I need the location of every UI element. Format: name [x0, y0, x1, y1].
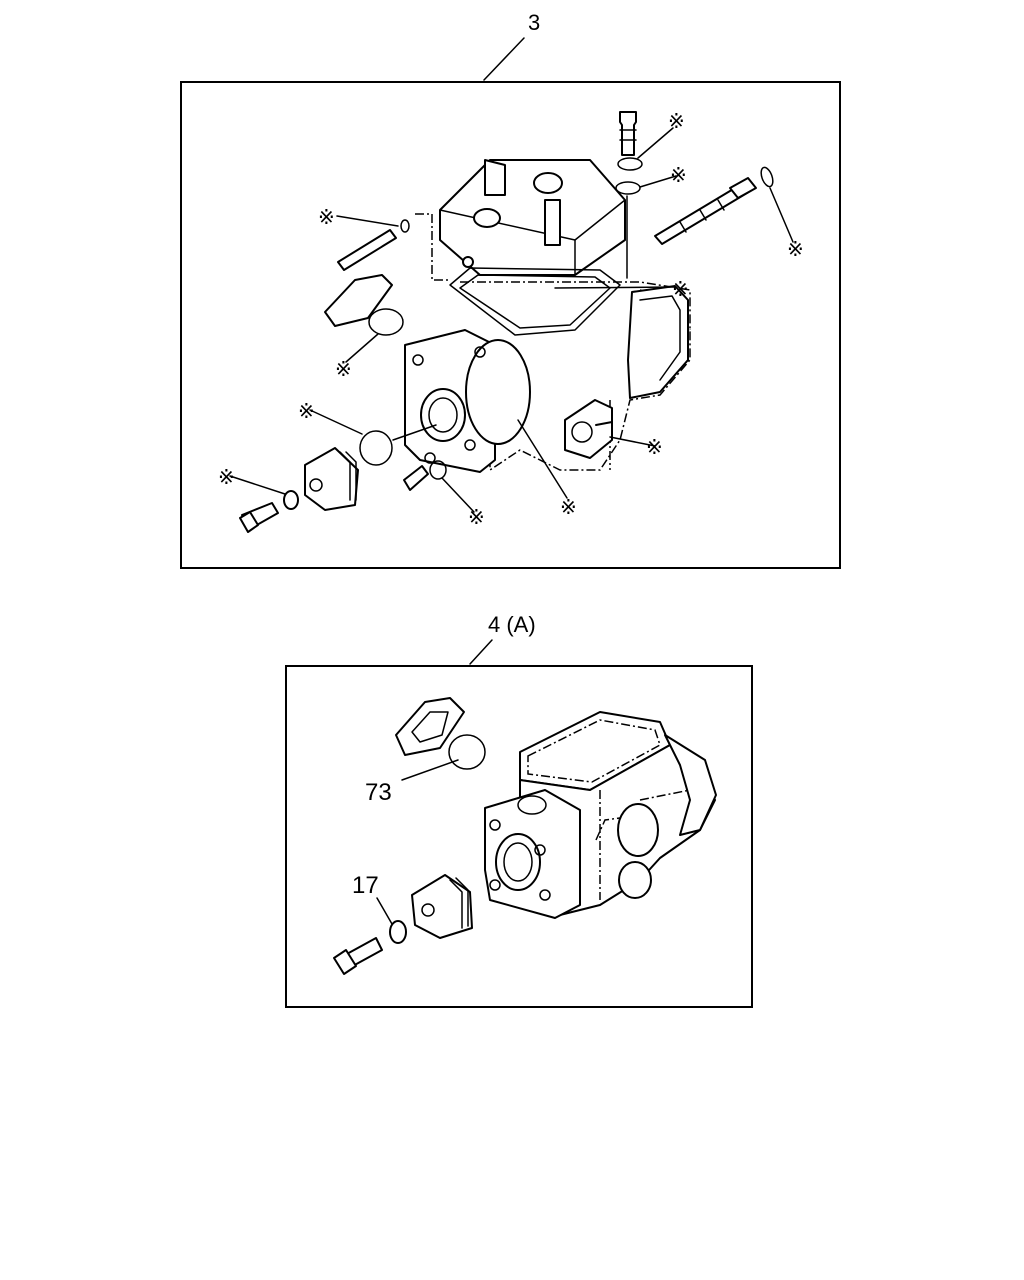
cover-gasket	[449, 267, 621, 336]
washer	[389, 920, 407, 944]
o-ring	[368, 308, 404, 336]
o-ring	[448, 734, 486, 770]
plug	[411, 874, 473, 939]
callout-mark: ※	[560, 497, 577, 519]
panel-3-frame	[180, 81, 841, 569]
callout-mark: ※	[668, 111, 685, 133]
washer	[283, 490, 299, 510]
panel-3-label: 3	[528, 10, 540, 35]
o-ring	[615, 181, 641, 195]
callout-mark: ※	[646, 437, 663, 459]
callout-mark: ※	[218, 467, 235, 489]
washer	[429, 460, 447, 480]
o-ring	[617, 157, 643, 171]
pump-housing	[404, 285, 689, 473]
leader-73	[401, 759, 459, 781]
panel-4a-frame	[285, 665, 753, 1008]
panel-4a: 4 (A)	[285, 612, 753, 1008]
leader-lines	[229, 127, 794, 513]
flange-plate	[324, 274, 393, 327]
o-ring	[760, 166, 774, 188]
panel-4a-label: 4 (A)	[488, 612, 536, 637]
o-ring	[400, 219, 410, 233]
callout-mark: ※	[672, 279, 689, 301]
leader-17	[376, 897, 393, 925]
pump-housing	[484, 711, 717, 919]
callout-markers: ※ ※ ※ ※ ※ ※ ※ ※ ※ ※ ※	[218, 111, 804, 529]
cover-plate	[439, 159, 626, 276]
panel-4a-leader	[469, 639, 493, 665]
flange-plate	[395, 697, 465, 756]
panel-3-leader	[483, 37, 525, 81]
callout-73: 73	[365, 779, 392, 806]
callout-17: 17	[352, 872, 379, 899]
callout-mark: ※	[670, 165, 687, 187]
o-ring	[359, 430, 393, 466]
callout-mark: ※	[298, 401, 315, 423]
plug	[304, 447, 359, 511]
panel-3: 3	[180, 10, 841, 569]
guide-pin	[337, 229, 397, 271]
callout-mark: ※	[468, 507, 485, 529]
top-stud	[619, 111, 637, 156]
callout-mark: ※	[318, 207, 335, 229]
callout-mark: ※	[787, 239, 804, 261]
bleed-fitting	[403, 465, 429, 491]
drive-shaft	[654, 177, 757, 245]
callout-mark: ※	[335, 359, 352, 381]
